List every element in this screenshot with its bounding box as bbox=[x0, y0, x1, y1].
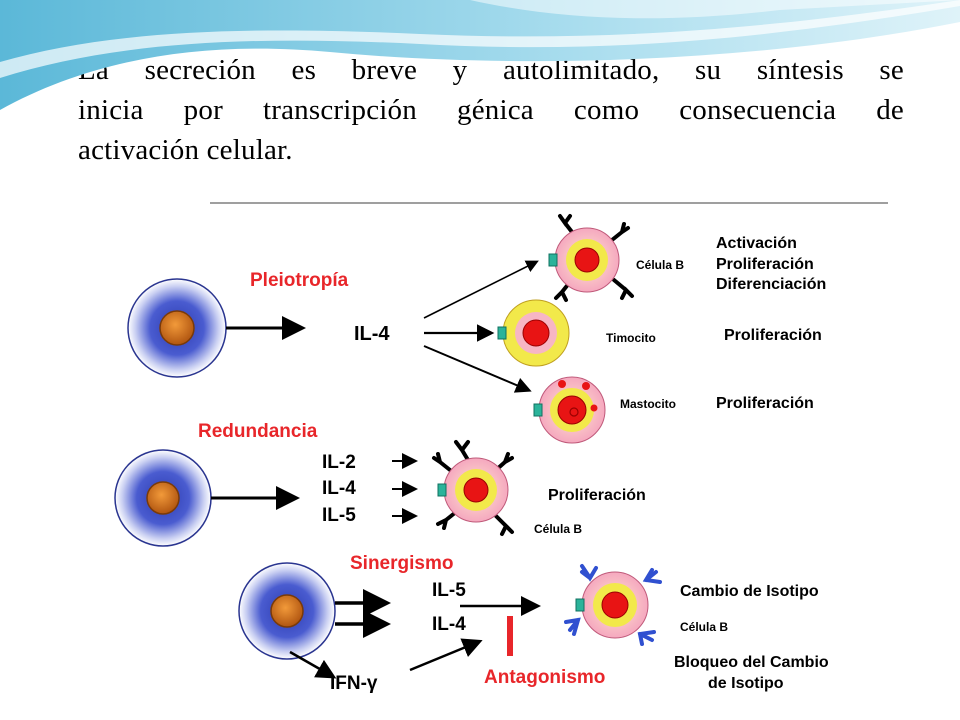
heading-line-2: inicia por transcripción génica como con… bbox=[78, 94, 904, 126]
receptor-icon bbox=[437, 483, 447, 497]
antagonismo-effect-line1: Bloqueo del Cambio bbox=[674, 654, 829, 671]
b-cell-1 bbox=[548, 214, 634, 302]
sinergismo-title: Sinergismo bbox=[350, 553, 453, 574]
antagonismo-effect-line2: de Isotipo bbox=[708, 675, 784, 692]
sinergismo-il4: IL-4 bbox=[432, 614, 466, 635]
receptor-icon bbox=[497, 326, 507, 340]
effect-proliferacion-3: Proliferación bbox=[716, 395, 814, 412]
secreting-cell-2 bbox=[114, 449, 212, 547]
b-cell-3-label: Célula B bbox=[680, 620, 728, 634]
nucleus bbox=[159, 310, 195, 346]
top-decoration bbox=[0, 0, 960, 110]
receptor-icon bbox=[533, 403, 543, 417]
redundancia-effect: Proliferación bbox=[548, 487, 646, 504]
b-cell-2-label: Célula B bbox=[534, 522, 582, 536]
effect-proliferacion-1: Proliferación bbox=[716, 256, 814, 273]
receptor-icon bbox=[548, 253, 558, 267]
redundancia-il2: IL-2 bbox=[322, 452, 356, 473]
redundancia-il5: IL-5 bbox=[322, 505, 356, 526]
receptor-icon bbox=[575, 598, 585, 612]
effect-diferenciacion: Diferenciación bbox=[716, 276, 826, 293]
b-cell-1-label: Célula B bbox=[636, 258, 684, 272]
cytokine-diagram: Pleiotropía IL-4 Célula B Activación bbox=[78, 192, 888, 720]
redundancia-title: Redundancia bbox=[198, 421, 318, 442]
effect-activacion: Activación bbox=[716, 235, 797, 252]
arrow-to-mastocito bbox=[423, 345, 532, 393]
arrow-to-b-cell bbox=[423, 260, 539, 319]
heading-line-3: activación celular. bbox=[78, 134, 293, 166]
mastocito-cell bbox=[533, 376, 606, 444]
diagram-background bbox=[78, 192, 888, 720]
mastocito-label: Mastocito bbox=[620, 397, 676, 411]
b-cell-2 bbox=[432, 440, 514, 536]
arrow-ifn-out bbox=[289, 650, 337, 679]
arrow-ifn bbox=[409, 638, 483, 672]
effect-proliferacion-2: Proliferación bbox=[724, 327, 822, 344]
nucleus bbox=[270, 594, 304, 628]
sinergismo-il5: IL-5 bbox=[432, 580, 466, 601]
timocito-label: Timocito bbox=[606, 331, 656, 345]
timocito-cell bbox=[497, 299, 570, 367]
b-cell-3 bbox=[564, 564, 662, 646]
antagonismo-cytokine: IFN-γ bbox=[330, 673, 378, 694]
sinergismo-effect: Cambio de Isotipo bbox=[680, 583, 819, 600]
pleiotropia-cytokine: IL-4 bbox=[354, 323, 390, 345]
antagonismo-title: Antagonismo bbox=[484, 667, 605, 688]
secreting-cell-3 bbox=[238, 562, 336, 660]
redundancia-il4: IL-4 bbox=[322, 478, 356, 499]
secreting-cell-1 bbox=[127, 278, 227, 378]
nucleus bbox=[146, 481, 180, 515]
pleiotropia-title: Pleiotropía bbox=[250, 270, 349, 291]
